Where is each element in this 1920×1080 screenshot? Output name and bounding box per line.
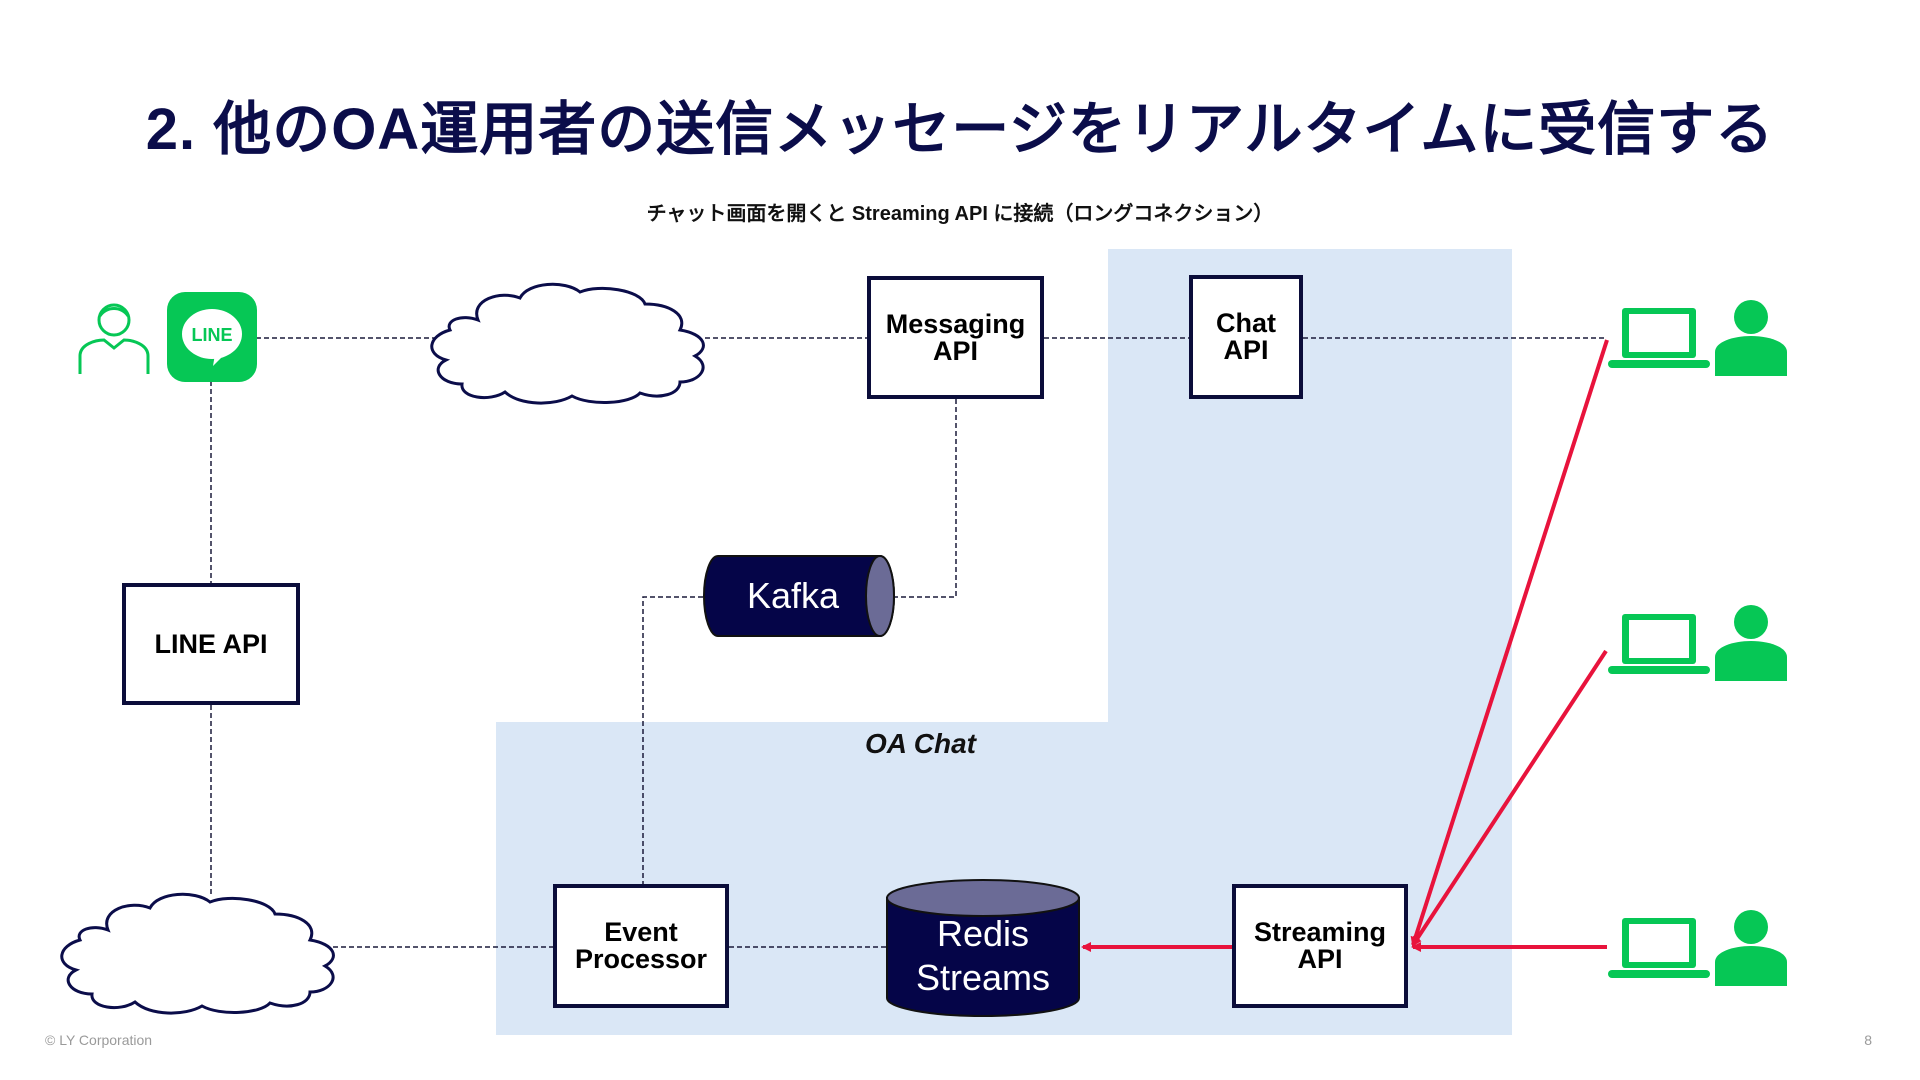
chat-api-box: Chat API xyxy=(1189,275,1303,399)
internet-cloud-top xyxy=(430,282,705,405)
page-title: 2. 他のOA運用者の送信メッセージをリアルタイムに受信する xyxy=(145,97,1775,162)
footer-copyright: © LY Corporation xyxy=(45,1032,153,1048)
redis-streams-cylinder xyxy=(886,879,1080,1017)
page-number: 8 xyxy=(1864,1032,1872,1048)
event-processor-label-2: Processor xyxy=(574,944,708,974)
page-subtitle: チャット画面を開くと Streaming API に接続（ロングコネクション） xyxy=(646,203,1274,225)
messaging-api-label-2: API xyxy=(932,335,978,366)
arrow-operator2-to-streaming xyxy=(1411,649,1608,947)
streaming-api-label-1: Streaming xyxy=(1253,917,1387,947)
redis-label-2: Streams xyxy=(915,957,1051,998)
line-user-icon xyxy=(78,303,150,374)
kafka-cylinder xyxy=(703,555,895,637)
kafka-label: Kafka xyxy=(746,575,840,616)
line-api-label: LINE API xyxy=(154,628,268,659)
oa-chat-label: OA Chat xyxy=(865,728,976,759)
oa-chat-region-upper xyxy=(1108,249,1512,723)
chat-api-label: Chat API xyxy=(1216,308,1276,365)
internet-cloud-bottom xyxy=(60,892,335,1015)
operator-1-laptop-icon xyxy=(1608,308,1710,368)
operator-2-person-icon xyxy=(1715,605,1787,681)
redis-label-1: Redis xyxy=(936,913,1030,954)
operator-3-person-icon xyxy=(1715,910,1787,986)
connector-kafka-to-event xyxy=(642,596,703,885)
streaming-api-label-2: API xyxy=(1297,944,1343,974)
redis-label: Redis Streams xyxy=(887,912,1079,1000)
line-speech-bubble-icon: LINE xyxy=(182,309,242,366)
operator-2-laptop-icon xyxy=(1608,614,1710,674)
line-api-box: LINE API xyxy=(122,583,300,705)
messaging-api-label-1: Messaging xyxy=(885,308,1026,339)
arrow-operator1-to-streaming xyxy=(1410,339,1609,947)
line-app-icon: LINE xyxy=(167,292,257,382)
operator-3-laptop-icon xyxy=(1608,918,1710,978)
event-processor-label-1: Event xyxy=(604,917,678,947)
line-app-icon-text: LINE xyxy=(191,325,232,345)
connector-messaging-to-kafka xyxy=(894,399,957,598)
operator-1-person-icon xyxy=(1715,300,1787,376)
